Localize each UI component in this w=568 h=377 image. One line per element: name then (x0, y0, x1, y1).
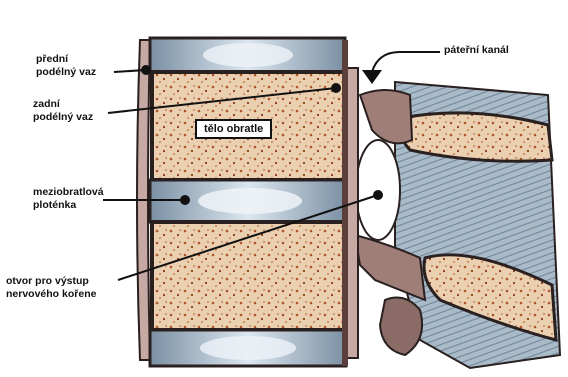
upper-spinous-process (400, 113, 552, 161)
nerve-ganglion (380, 298, 422, 355)
leader-spinal-canal (372, 52, 440, 72)
spinal-canal-arrowhead (362, 70, 382, 84)
label-anterior-ligament-line1: přední (36, 53, 96, 66)
label-spinal-canal: páteřní kanál (444, 44, 509, 57)
label-vertebral-body: tělo obratle (195, 119, 272, 139)
label-posterior-ligament-line1: zadní (33, 98, 93, 111)
label-intervertebral-disc: meziobratlová ploténka (33, 186, 104, 212)
label-disc-line1: meziobratlová (33, 186, 104, 199)
label-posterior-ligament: zadní podélný vaz (33, 98, 93, 124)
label-foramen-line1: otvor pro výstup (6, 275, 96, 288)
upper-nerve-tissue (360, 90, 412, 143)
label-anterior-ligament-line2: podélný vaz (36, 66, 96, 79)
label-posterior-ligament-line2: podélný vaz (33, 111, 93, 124)
label-foramen-line2: nervového kořene (6, 288, 96, 301)
posterior-ligament-strip (342, 40, 348, 366)
label-disc-line2: ploténka (33, 199, 104, 212)
label-anterior-ligament: přední podélný vaz (36, 53, 96, 79)
label-nerve-root-foramen: otvor pro výstup nervového kořene (6, 275, 96, 301)
